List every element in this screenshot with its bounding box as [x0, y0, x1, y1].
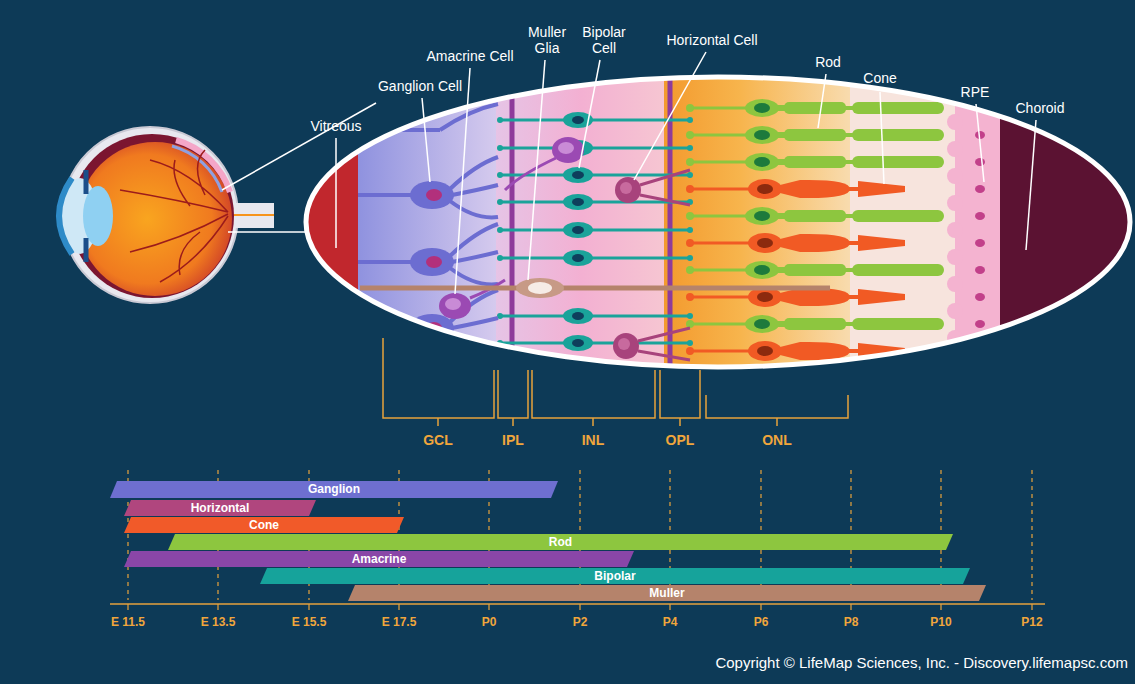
bar-label: Ganglion — [110, 481, 558, 498]
timeline-axis — [110, 470, 1045, 610]
leader-lines — [336, 52, 1036, 294]
part-label: Horizontal Cell — [666, 32, 757, 48]
timeline-bar: Horizontal — [124, 500, 316, 516]
axis-tick-label: P8 — [844, 614, 859, 630]
layer-label: ONL — [762, 432, 792, 448]
part-label: Ganglion Cell — [378, 78, 462, 94]
eye-illustration — [59, 127, 274, 303]
bar-fill — [124, 517, 404, 533]
layer-label: GCL — [423, 432, 453, 448]
part-label: Rod — [815, 54, 841, 70]
bar-label: Cone — [124, 517, 404, 533]
bar-label: Amacrine — [124, 551, 634, 567]
axis-tick-label: P4 — [663, 614, 678, 630]
bar-fill — [110, 481, 558, 498]
bar-label: Horizontal — [124, 500, 316, 516]
layer-label: IPL — [502, 432, 524, 448]
timeline-bar: Amacrine — [124, 551, 634, 567]
axis-tick-label: E 15.5 — [292, 614, 327, 630]
section-outline — [306, 77, 1130, 367]
part-label: Amacrine Cell — [426, 48, 513, 64]
axis-tick-label: P0 — [482, 614, 497, 630]
timeline-bar: Ganglion — [110, 481, 558, 498]
layer-label: OPL — [666, 432, 695, 448]
part-label: Vitreous — [310, 118, 361, 134]
timeline-bar: Cone — [124, 517, 404, 533]
layer-brackets — [383, 338, 848, 426]
axis-tick-label: P6 — [754, 614, 769, 630]
axis-tick-label: E 17.5 — [382, 614, 417, 630]
part-label: Muller Glia — [521, 24, 573, 56]
bar-fill — [348, 585, 986, 601]
axis-tick-label: E 13.5 — [201, 614, 236, 630]
axis-tick-label: P2 — [573, 614, 588, 630]
bar-label: Bipolar — [260, 568, 970, 584]
part-label: Choroid — [1015, 100, 1064, 116]
bar-fill — [260, 568, 970, 584]
bar-fill — [168, 534, 953, 550]
copyright-note: Copyright © LifeMap Sciences, Inc. - Dis… — [715, 655, 1128, 671]
part-label: Bipolar Cell — [576, 24, 632, 56]
timeline-bar: Rod — [168, 534, 953, 550]
bar-fill — [124, 551, 634, 567]
retina-section — [300, 70, 1135, 380]
axis-tick-label: P12 — [1021, 614, 1042, 630]
timeline-bar: Muller — [348, 585, 986, 601]
bar-fill — [124, 500, 316, 516]
timeline-bar: Bipolar — [260, 568, 970, 584]
part-label: Cone — [863, 70, 896, 86]
axis-tick-label: P10 — [930, 614, 951, 630]
axis-tick-label: E 11.5 — [111, 614, 145, 630]
bar-label: Muller — [348, 585, 986, 601]
layer-label: INL — [582, 432, 605, 448]
bar-label: Rod — [168, 534, 953, 550]
part-label: RPE — [961, 84, 990, 100]
